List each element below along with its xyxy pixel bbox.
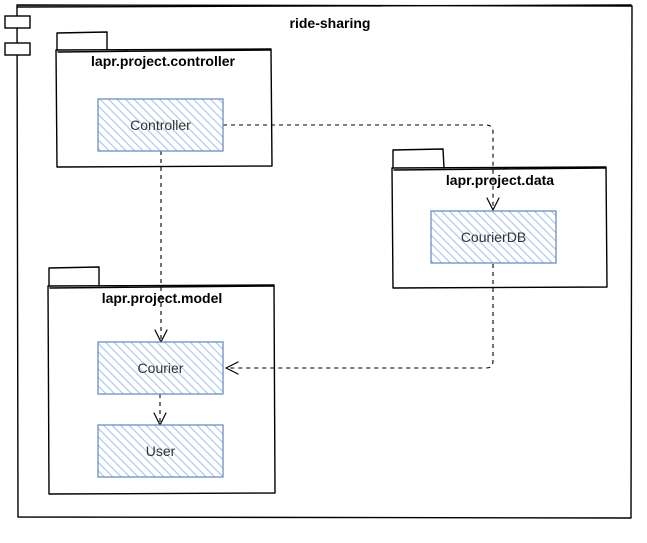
component-port-bottom bbox=[4, 42, 31, 56]
package-data-tab bbox=[392, 148, 445, 169]
class-user[interactable]: User bbox=[97, 424, 224, 478]
class-user-box bbox=[97, 424, 224, 478]
package-data-title: lapr.project.data bbox=[446, 172, 554, 188]
package-controller[interactable]: lapr.project.controller bbox=[55, 31, 273, 168]
arrowhead-courierdb bbox=[486, 197, 500, 211]
class-courier-label: Courier bbox=[138, 360, 184, 376]
dependency-courierdb-to-courier bbox=[228, 264, 494, 369]
class-courier[interactable]: Courier bbox=[97, 341, 224, 395]
class-user-label: User bbox=[146, 443, 176, 459]
class-courierdb-box bbox=[430, 210, 557, 264]
package-model-tab bbox=[48, 266, 100, 287]
package-controller-body bbox=[55, 48, 273, 168]
class-controller[interactable]: Controller bbox=[97, 98, 224, 152]
class-courier-box bbox=[97, 341, 224, 395]
package-data[interactable]: lapr.project.data bbox=[391, 148, 608, 289]
component-frame bbox=[16, 4, 633, 519]
class-controller-box bbox=[97, 98, 224, 152]
component-title: ride-sharing bbox=[290, 15, 371, 31]
component-port-top bbox=[4, 15, 31, 29]
class-controller-label: Controller bbox=[130, 117, 191, 133]
package-controller-tab bbox=[56, 31, 108, 51]
class-courierdb-label: CourierDB bbox=[461, 229, 526, 245]
arrowhead-courier-right bbox=[225, 361, 239, 375]
package-model-title: lapr.project.model bbox=[102, 290, 223, 306]
package-data-body bbox=[391, 166, 608, 289]
dependencies bbox=[153, 124, 500, 426]
package-controller-title: lapr.project.controller bbox=[91, 53, 235, 69]
dependency-controller-to-courierdb bbox=[223, 124, 494, 208]
class-courierdb[interactable]: CourierDB bbox=[430, 210, 557, 264]
ride-sharing-component[interactable]: ride-sharing bbox=[4, 4, 633, 519]
